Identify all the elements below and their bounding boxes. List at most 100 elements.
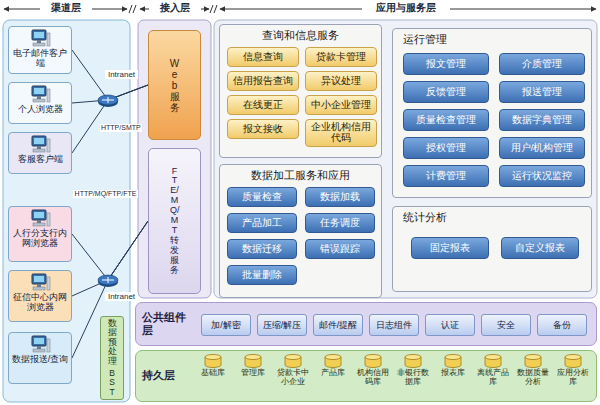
node-label: 产品加工 bbox=[242, 218, 282, 229]
node-label: 自定义报表 bbox=[515, 243, 565, 254]
node-label: 信用报告查询 bbox=[233, 76, 293, 87]
computer-icon bbox=[29, 273, 51, 291]
router-icon bbox=[98, 95, 118, 107]
panel-title: 查询和信息服务 bbox=[220, 29, 381, 43]
function-box: 运行状况监控 bbox=[499, 165, 585, 187]
component-box: 认证 bbox=[425, 314, 475, 336]
node-label: 压缩/解压 bbox=[263, 319, 302, 332]
node-label: 批量删除 bbox=[242, 270, 282, 281]
layer-heading: 接入层 bbox=[149, 2, 201, 14]
node-label: 授权管理 bbox=[426, 143, 466, 154]
node-label: 认证 bbox=[441, 319, 459, 332]
node-label: 用户/机构管理 bbox=[511, 143, 574, 154]
protocol-label: HTTP/SMTP bbox=[100, 124, 142, 132]
computer-icon bbox=[29, 135, 51, 153]
database-store: 基础库 bbox=[193, 353, 232, 401]
node-label: 异议处理 bbox=[321, 76, 361, 87]
node-label: 中小企业管理 bbox=[311, 100, 371, 111]
component-box: 邮件/提醒 bbox=[313, 314, 363, 336]
layer-heading: 应用与服务层 bbox=[362, 2, 450, 14]
layer-band: 公共组件层加/解密压缩/解压邮件/提醒日志组件认证安全备份 bbox=[135, 302, 597, 346]
client-terminal: 电子邮件客户端 bbox=[8, 26, 72, 74]
service-panel: 数据加工服务和应用质量检查数据加载产品加工任务调度数据迁移错误跟踪批量删除 bbox=[219, 164, 382, 298]
node-label: 个人浏览器 bbox=[11, 104, 69, 114]
database-icon bbox=[243, 354, 263, 368]
function-box: 反馈管理 bbox=[403, 81, 489, 103]
database-icon bbox=[443, 354, 463, 368]
node-label: 数据报送/查询 bbox=[11, 354, 69, 364]
preprocess-box: 数据预处理 BST bbox=[100, 316, 124, 400]
node-label: 任务调度 bbox=[320, 218, 360, 229]
function-box: 在线更正 bbox=[227, 95, 299, 115]
function-box: 批量删除 bbox=[227, 265, 297, 285]
node-label: 计费管理 bbox=[426, 171, 466, 182]
computer-icon bbox=[29, 29, 51, 47]
database-icon bbox=[403, 354, 423, 368]
node-label: 贷款卡管理 bbox=[316, 52, 366, 63]
database-icon bbox=[483, 354, 503, 368]
network-link bbox=[72, 85, 148, 153]
function-box: 异议处理 bbox=[305, 71, 377, 91]
database-store: 机构信用码库 bbox=[353, 353, 392, 401]
service-panel: 运行管理报文管理介质管理反馈管理报送管理质量检查管理数据字典管理授权管理用户/机… bbox=[392, 28, 592, 198]
function-box: 信用报告查询 bbox=[227, 71, 299, 91]
database-store: 贷款卡中小企业 bbox=[273, 353, 312, 401]
node-label: BST bbox=[108, 369, 117, 397]
node-label: 信息查询 bbox=[243, 52, 283, 63]
node-label: 质量检查管理 bbox=[416, 115, 476, 126]
database-icon bbox=[563, 354, 583, 368]
panel-title: 统计分析 bbox=[403, 211, 591, 225]
node-label: 应用分析库 bbox=[553, 369, 592, 387]
function-box: 任务调度 bbox=[305, 213, 375, 233]
network-label: Intranet bbox=[105, 70, 138, 79]
node-label: 产品库 bbox=[313, 369, 352, 378]
database-store: 报表库 bbox=[433, 353, 472, 401]
node-label: 固定报表 bbox=[430, 243, 470, 254]
client-terminal: 个人浏览器 bbox=[8, 82, 72, 124]
database-store: 离线产品库 bbox=[473, 353, 512, 401]
access-panel bbox=[138, 20, 211, 298]
node-label: 管理库 bbox=[233, 369, 272, 378]
database-store: 应用分析库 bbox=[553, 353, 592, 401]
database-store: 数据质量分析 bbox=[513, 353, 552, 401]
computer-icon bbox=[29, 209, 51, 227]
node-label: Web服务 bbox=[170, 58, 180, 113]
router-icon bbox=[98, 275, 118, 287]
function-box: 数据加载 bbox=[305, 187, 375, 207]
node-label: 介质管理 bbox=[522, 59, 562, 70]
function-box: 企业机构信用代码 bbox=[305, 119, 377, 147]
node-label: 离线产品库 bbox=[473, 369, 512, 387]
node-label: 邮件/提醒 bbox=[319, 319, 358, 332]
database-icon bbox=[283, 354, 303, 368]
node-label: 客服客户端 bbox=[11, 154, 69, 164]
node-label: 数据加载 bbox=[320, 192, 360, 203]
component-box: 加/解密 bbox=[201, 314, 251, 336]
node-label: FTE/MQ/MT转发服务 bbox=[170, 167, 179, 276]
node-label: 企业机构信用代码 bbox=[308, 122, 374, 144]
database-store: 产品库 bbox=[313, 353, 352, 401]
function-box: 报文管理 bbox=[403, 53, 489, 75]
node-label: 日志组件 bbox=[376, 319, 412, 332]
node-label: 质量检查 bbox=[242, 192, 282, 203]
service-panel: 统计分析固定报表 自定义报表 bbox=[392, 206, 592, 292]
network-link bbox=[72, 85, 148, 103]
layer-band: 持久层基础库管理库贷款卡中小企业产品库机构信用码库非银行数据库报表库离线产品库数… bbox=[135, 350, 597, 402]
node-label: 数据预处理 bbox=[108, 319, 117, 366]
layer-heading: 渠道层 bbox=[40, 2, 92, 14]
node-label: 贷款卡中小企业 bbox=[273, 369, 312, 387]
network-link bbox=[72, 50, 148, 100]
node-label: 报送管理 bbox=[522, 87, 562, 98]
node-label: 数据迁移 bbox=[242, 244, 282, 255]
database-icon bbox=[523, 354, 543, 368]
node-label: 报表库 bbox=[433, 369, 472, 378]
function-box: 用户/机构管理 bbox=[499, 137, 585, 159]
function-box: 数据迁移 bbox=[227, 239, 297, 259]
service-panel: 查询和信息服务信息查询贷款卡管理信用报告查询异议处理在线更正中小企业管理报文接收… bbox=[219, 24, 382, 158]
function-box: 贷款卡管理 bbox=[305, 47, 377, 67]
layer-span-arrows bbox=[4, 5, 596, 13]
function-box: 错误跟踪 bbox=[305, 239, 375, 259]
node-label: 数据质量分析 bbox=[513, 369, 552, 387]
node-label: 数据字典管理 bbox=[512, 115, 572, 126]
node-label: 在线更正 bbox=[243, 100, 283, 111]
client-terminal: 征信中心内网浏览器 bbox=[8, 270, 72, 322]
